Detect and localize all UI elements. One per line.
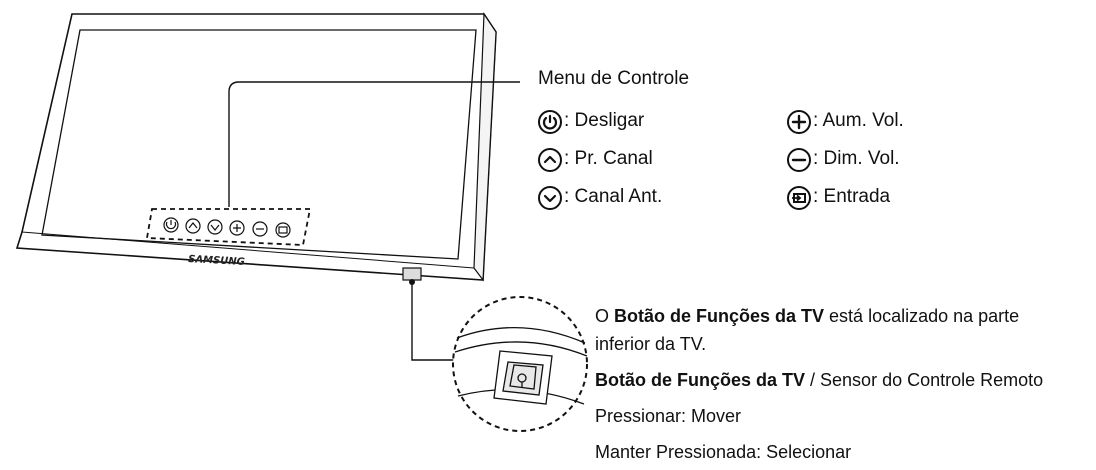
plus-icon [787,110,811,134]
control-menu-box [145,208,312,246]
channel-up-label: : Pr. Canal [564,148,653,169]
chevron-down-icon [207,219,223,235]
source-input-glyph [278,226,288,234]
tv-side-edge [473,12,497,282]
info-line-1-suffix: está localizado na parte [824,306,1020,326]
function-button-marker [409,279,415,285]
chevron-up-icon [538,148,562,172]
tv-function-button [402,267,422,281]
magnified-button-inner [509,364,537,390]
info-line-4: Pressionar: Mover [595,406,742,426]
source-input-label: : Entrada [813,186,891,207]
chevron-up-glyph [188,222,198,229]
screen-control-icons [163,217,291,238]
power-label: : Desligar [564,110,645,131]
channel-down-label: : Canal Ant. [564,186,663,207]
source-input-glyph [792,193,806,203]
chevron-down-glyph [543,194,557,203]
source-input-icon [787,186,811,210]
chevron-up-glyph [543,155,557,164]
info-line-1: O Botão de Funções da TV está localizado… [595,306,1019,327]
info-line-3-bold: Botão de Funções da TV [595,370,806,390]
tv-bezel-line [21,231,475,269]
power-glyph [542,114,558,130]
chevron-down-icon [538,186,562,210]
power-icon [163,217,179,233]
minus-icon [252,221,268,237]
info-line-1-bold: Botão de Funções da TV [614,306,825,326]
control-menu-leader-line [228,81,520,207]
info-line-3: Botão de Funções da TV / Sensor do Contr… [595,370,1043,391]
plus-glyph [233,224,241,232]
tv-screen [41,29,477,260]
function-button-leader-line [411,284,464,361]
info-line-5: Manter Pressionada: Selecionar [595,442,852,462]
magnified-button [502,361,544,396]
magnified-tv-edge [456,327,586,344]
magnified-tv-edge-2 [454,341,588,357]
power-icon [538,110,562,134]
plus-icon [229,220,245,236]
volume-up-label: : Aum. Vol. [813,110,904,131]
volume-down-label: : Dim. Vol. [813,148,900,169]
source-input-icon [275,222,291,238]
info-line-1-prefix: O [595,306,615,326]
power-glyph [165,220,177,230]
magnified-button-detail [454,327,588,405]
chevron-up-icon [185,218,201,234]
plus-glyph [791,114,807,130]
chevron-down-glyph [210,224,220,231]
info-line-3-suffix: / Sensor do Controle Remoto [805,370,1044,390]
info-line-2: inferior da TV. [595,334,707,354]
minus-glyph [791,158,807,162]
samsung-logo: SAMSUNG [188,254,245,268]
minus-icon [787,148,811,172]
control-menu-title: Menu de Controle [538,68,690,89]
